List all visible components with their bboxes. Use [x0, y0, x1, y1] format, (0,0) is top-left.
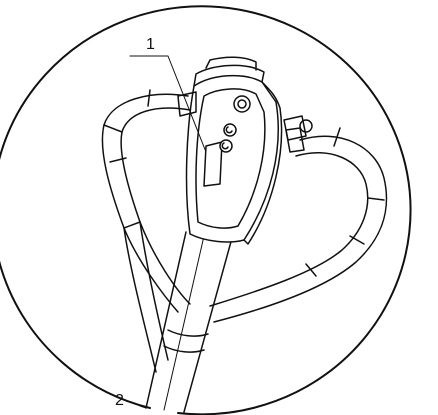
callout-label-1: 1 [146, 36, 155, 53]
handlebar-frame-right [209, 127, 388, 323]
detail-circle [0, 5, 412, 415]
button-power [233, 95, 251, 113]
central-shaft [145, 231, 233, 413]
button-lower [219, 139, 233, 153]
button-upper [223, 123, 237, 137]
handle-body [177, 56, 313, 245]
callout-label-2: 2 [115, 392, 124, 409]
handlebar-frame-left [101, 89, 191, 373]
callout-leader-2 [139, 405, 147, 409]
callout-leader-1 [129, 55, 207, 153]
